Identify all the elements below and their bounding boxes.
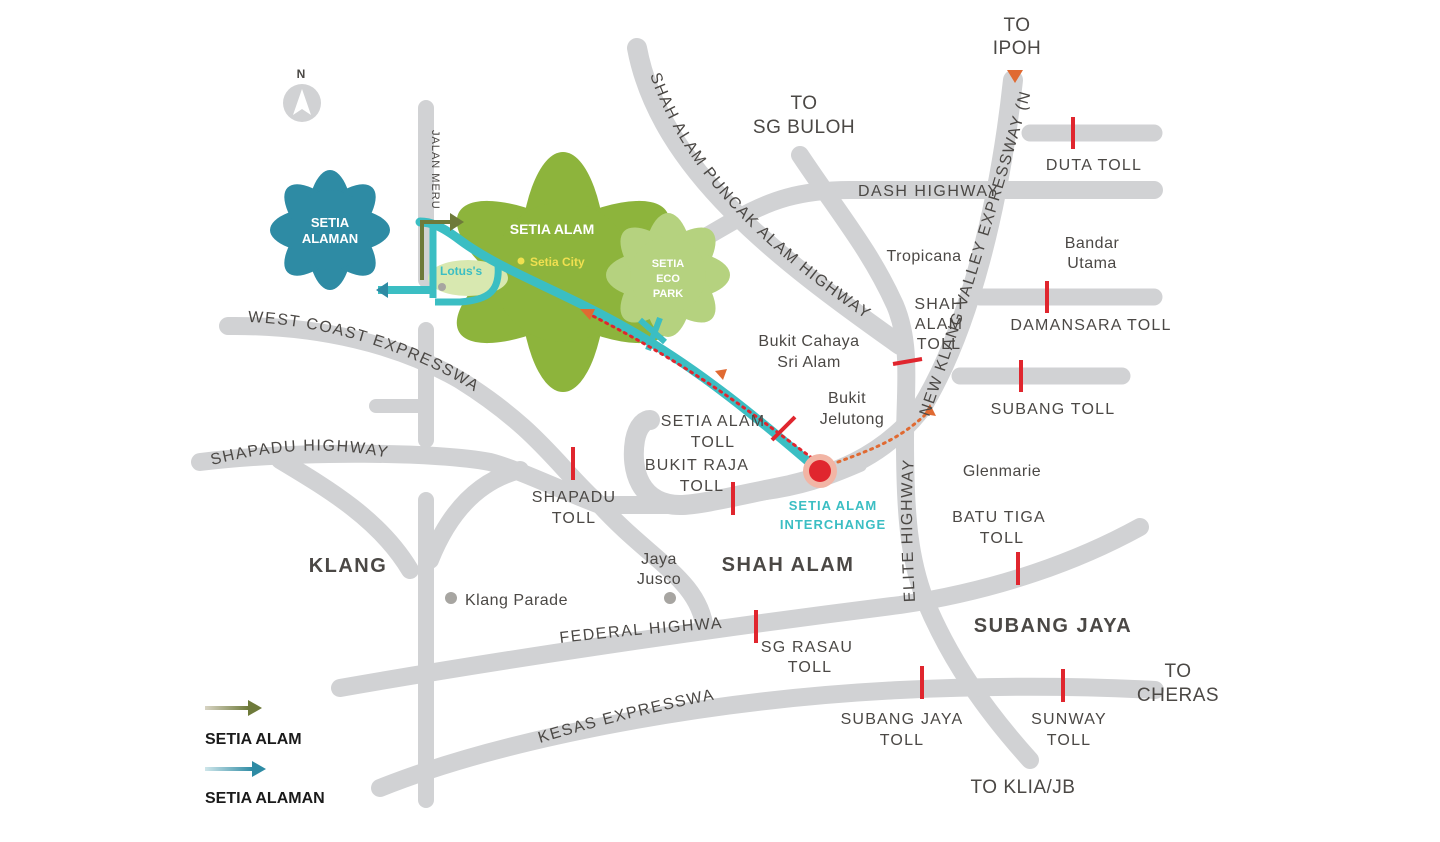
bandar-utama-label-1: Bandar	[1065, 235, 1120, 252]
setia-alaman-flower: SETIA ALAMAN	[270, 170, 390, 290]
tropicana-label: Tropicana	[886, 248, 961, 265]
setia-alaman-label-1: SETIA	[311, 215, 350, 230]
damansara-toll-label: DAMANSARA TOLL	[1010, 317, 1171, 334]
setia-alam-label: SETIA ALAM	[510, 221, 595, 237]
shah-alam-toll-label-2: ALAM	[915, 316, 963, 333]
bandar-utama-label-2: Utama	[1067, 255, 1117, 272]
jaya-jusco-label-2: Jusco	[637, 571, 681, 588]
sg-buloh-destination-2: SG BULOH	[753, 117, 855, 138]
sg-rasau-toll-label-1: SG RASAU	[761, 639, 853, 656]
sunway-toll-label-1: SUNWAY	[1031, 711, 1107, 728]
setia-alam-toll-bar	[770, 415, 797, 442]
cheras-destination-1: TO	[1164, 661, 1191, 682]
sunway-toll-label-2: TOLL	[1047, 732, 1092, 749]
jaya-jusco-dot	[664, 592, 676, 604]
setia-city-dot	[517, 257, 525, 265]
bukit-raja-toll-label-1: BUKIT RAJA	[645, 457, 749, 474]
toll-bars	[571, 117, 1075, 702]
eco-park-label-2: ECO	[656, 273, 680, 285]
bukit-raja-toll-label-2: TOLL	[680, 478, 725, 495]
ipoh-destination-1: TO	[1003, 15, 1030, 36]
subang-toll-label: SUBANG TOLL	[991, 401, 1116, 418]
legend-setia-alam-label: SETIA ALAM	[205, 731, 302, 748]
elite-highway-road	[791, 146, 1039, 769]
klang-link-road	[271, 451, 419, 579]
bukit-jelutong-label-1: Bukit	[828, 390, 866, 407]
sg-buloh-destination-1: TO	[790, 93, 817, 114]
eco-park-label-3: PARK	[653, 288, 683, 300]
shapadu-toll-label-2: TOLL	[552, 510, 597, 527]
eco-park-junction	[638, 316, 667, 352]
interchange-label-1: SETIA ALAM	[789, 498, 877, 513]
kesas-expressway-road	[371, 677, 1164, 797]
federal-highway-road	[331, 518, 1149, 697]
klia-jb-destination: TO KLIA/JB	[971, 777, 1076, 798]
subang-jaya-toll-label-1: SUBANG JAYA	[841, 711, 964, 728]
compass-north-label: N	[297, 67, 306, 81]
subang-jaya-area-label: SUBANG JAYA	[974, 615, 1132, 637]
bukit-jelutong-label-2: Jelutong	[820, 411, 885, 428]
legend-setia-alaman-arrow	[205, 767, 253, 771]
shapadu-toll-label-1: SHAPADU	[532, 489, 617, 506]
shah-alam-toll-label-3: TOLL	[917, 336, 962, 353]
interchange-label-2: INTERCHANGE	[780, 517, 886, 532]
lotus-store-area	[428, 260, 508, 296]
duta-toll-label: DUTA TOLL	[1046, 157, 1142, 174]
legend-setia-alam-arrow	[205, 706, 249, 710]
compass: N	[283, 67, 321, 122]
west-coast-expressway-road	[219, 316, 714, 639]
lotus-dot	[438, 283, 446, 291]
klang-link-road-2	[421, 461, 529, 569]
orange-directions	[580, 70, 1023, 464]
ipoh-destination-2: IPOH	[993, 38, 1041, 59]
bukit-cahaya-label-2: Sri Alam	[777, 354, 841, 371]
dash-highway-label: DASH HIGHWAY	[858, 183, 1000, 200]
batu-tiga-toll-label-1: BATU TIGA	[952, 509, 1046, 526]
setia-alam-toll-label-1: SETIA ALAM	[661, 413, 765, 430]
glenmarie-label: Glenmarie	[963, 463, 1041, 480]
setia-alam-interchange-marker	[803, 454, 837, 488]
setia-alam-flower: SETIA ALAM Setia City Lotus's	[428, 152, 670, 392]
cheras-destination-2: CHERAS	[1137, 685, 1219, 706]
klang-area-label: KLANG	[309, 555, 388, 577]
setia-alaman-label-2: ALAMAN	[302, 231, 358, 246]
subang-jaya-toll-label-2: TOLL	[880, 732, 925, 749]
eco-park-label-1: SETIA	[652, 258, 684, 270]
setia-alam-toll-label-2: TOLL	[691, 434, 736, 451]
puncak-alam-highway-road	[627, 38, 910, 355]
elite-highway-label: ELITE HIGHWAY	[899, 458, 919, 603]
lotus-label: Lotus's	[440, 264, 483, 278]
shah-alam-toll-label-1: SHAH	[914, 296, 963, 313]
klang-parade-label: Klang Parade	[465, 592, 568, 609]
setia-city-label: Setia City	[530, 255, 585, 269]
west-coast-expressway-label: WEST COAST EXPRESSWAY	[0, 0, 481, 395]
jaya-jusco-label-1: Jaya	[641, 551, 677, 568]
road-network	[191, 38, 1164, 808]
batu-tiga-toll-label-2: TOLL	[980, 530, 1025, 547]
bukit-cahaya-label-1: Bukit Cahaya	[758, 333, 859, 350]
legend-setia-alaman-label: SETIA ALAMAN	[205, 790, 325, 807]
setia-eco-park-flower: SETIA ECO PARK	[606, 213, 730, 337]
sg-rasau-toll-label-2: TOLL	[788, 659, 833, 676]
shah-alam-area-label: SHAH ALAM	[722, 554, 855, 576]
jalan-meru-label: JALAN MERU	[429, 130, 441, 210]
klang-parade-dot	[445, 592, 457, 604]
setia-alam-route	[420, 213, 464, 280]
legend: SETIA ALAM SETIA ALAMAN	[205, 700, 325, 807]
